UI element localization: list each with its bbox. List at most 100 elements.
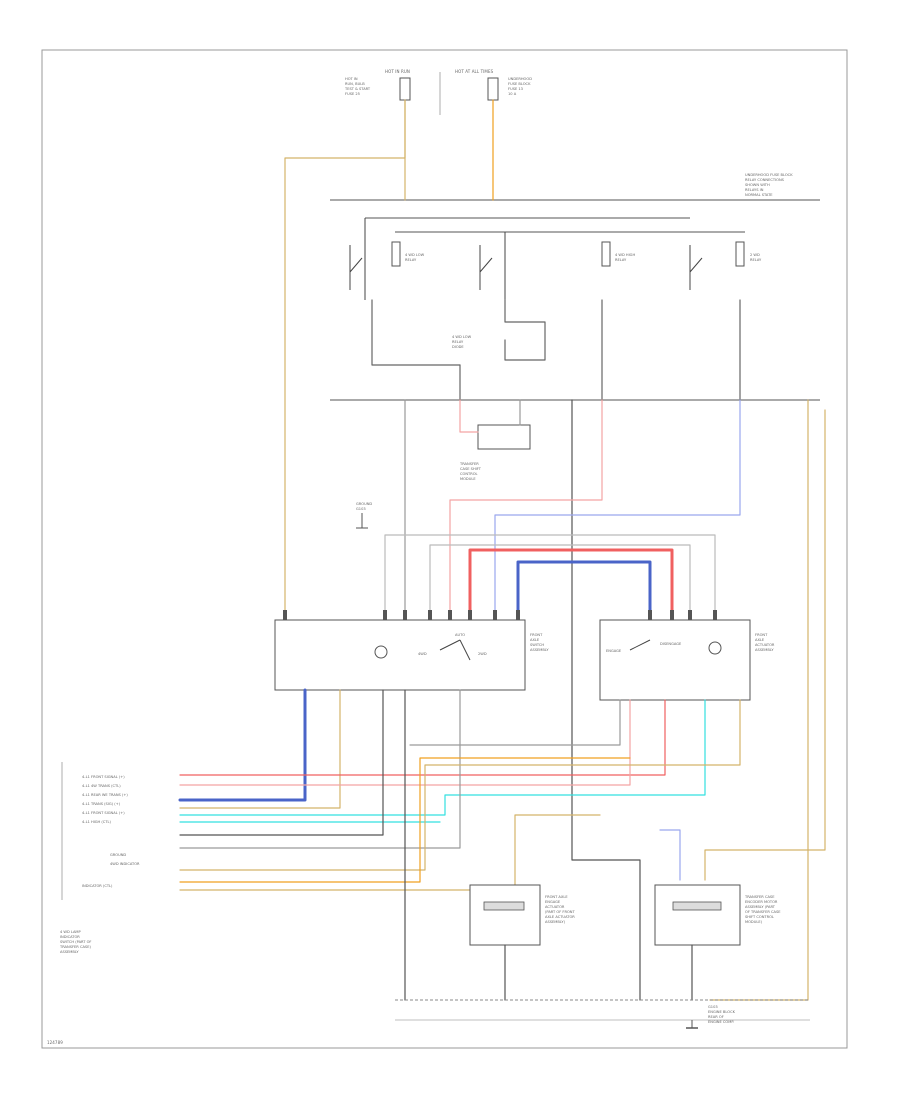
engage-actuator-line-4: (PART OF FRONT xyxy=(545,910,575,914)
fuse-block-note: UNDERHOOD FUSE BLOCK RELAY CONNECTIONS S… xyxy=(745,173,793,197)
wire-gray-left xyxy=(179,689,461,849)
fuse-hot-at-all-times-line-3: FUSE 13 xyxy=(508,87,523,91)
relay-4wd-high-label-2: RELAY xyxy=(615,258,627,262)
left-module-title-2: AXLE xyxy=(530,638,540,642)
encoder-motor-line-1: TRANSFER CASE xyxy=(744,895,775,899)
fuse-hot-in-run-line-2: RUN, BULB xyxy=(345,82,365,86)
wire-pink-diode xyxy=(459,399,479,433)
relay-diode-label-2: RELAY xyxy=(452,340,464,344)
left-module-title-4: ASSEMBLY xyxy=(530,648,549,652)
left-note-4: TRANSFER CASE) xyxy=(59,945,91,949)
wire-tan-right-actuator xyxy=(704,409,826,881)
wire-lightblue-module xyxy=(494,399,741,611)
left-module-title-3: SWITCH xyxy=(530,643,544,647)
center-component-line-1: TRANSFER xyxy=(459,462,479,466)
left-label-3: 4-L1 REAR WE TRANS (+) xyxy=(82,793,128,797)
left-switch-label-auto: AUTO xyxy=(455,633,465,637)
wire-relay-return xyxy=(371,299,461,366)
fuse-hot-in-run-line-4: FUSE 25 xyxy=(345,92,360,96)
relay-4wd-low-label-1: 4 WD LOW xyxy=(405,253,425,257)
wire-tan-left-lower xyxy=(179,699,741,871)
relay-diode-label-3: DIODE xyxy=(452,345,464,349)
front-axle-actuator-assembly: ENGAGE DISENGAGE FRONT AXLE ACTUATOR ASS… xyxy=(599,619,775,701)
fuse-hot-at-all-times-line-4: 10 A xyxy=(508,92,517,96)
ground-bottom-label-3: REAR OF xyxy=(708,1015,724,1019)
right-switch-label-engage: ENGAGE xyxy=(606,649,622,653)
wire-tan-actuator-feed xyxy=(179,814,601,891)
ground-g103-bottom: G103 ENGINE BLOCK REAR OF ENGINE COMP. xyxy=(686,1005,736,1029)
center-component-line-4: MODULE xyxy=(460,477,476,481)
engage-actuator-line-3: ACTUATOR xyxy=(545,905,565,909)
ground-bottom-label-4: ENGINE COMP. xyxy=(708,1020,734,1024)
left-label-9: INDICATOR (CTL) xyxy=(82,884,113,888)
relay-diode: 4 WD LOW RELAY DIODE xyxy=(452,335,472,349)
wire-gray-mesh-1 xyxy=(384,534,716,611)
ground-top-label-2: G103 xyxy=(356,507,366,511)
center-component-line-3: CONTROL xyxy=(460,472,478,476)
fuse-hot-at-all-times: HOT AT ALL TIMES UNDERHOOD FUSE BLOCK FU… xyxy=(455,69,532,101)
fuse-hot-in-run-header: HOT IN RUN xyxy=(385,69,410,74)
relay-2wd: 2 WD RELAY xyxy=(689,241,762,290)
relay-2wd-label-2: RELAY xyxy=(750,258,762,262)
left-label-8: 4WD INDICATOR xyxy=(110,862,140,866)
relay-4wd-low: 4 WD LOW RELAY xyxy=(349,218,425,300)
ground-g103-top: GROUND G103 xyxy=(356,502,372,529)
fuse-hot-in-run-line-1: HOT IN xyxy=(345,77,358,81)
left-note-2: INDICATOR xyxy=(60,935,80,939)
relay-4wd-low-label-2: RELAY xyxy=(405,258,417,262)
left-label-6: 4-L1 HIGH (CTL) xyxy=(82,820,112,824)
ground-top-label-1: GROUND xyxy=(356,502,372,506)
fuse-25-symbol xyxy=(399,77,411,101)
wire-black-ground-run xyxy=(571,399,641,1001)
fuse-hot-in-run: HOT IN RUN HOT IN RUN, BULB TEST & START… xyxy=(344,69,411,101)
center-component-line-2: CASE SHIFT xyxy=(460,467,482,471)
wire-cyan-bottom xyxy=(179,699,706,816)
fuse-hot-at-all-times-header: HOT AT ALL TIMES xyxy=(455,69,494,74)
wire-blue-thick xyxy=(516,560,652,617)
left-note-3: SWITCH (PART OF xyxy=(60,940,92,944)
fuse-block-note-line-2: RELAY CONNECTIONS xyxy=(745,178,785,182)
fuse-hot-at-all-times-line-2: FUSE BLOCK xyxy=(508,82,531,86)
fuse-hot-in-run-line-3: TEST & START xyxy=(344,87,371,91)
transfer-case-encoder-motor: TRANSFER CASE ENCODER MOTOR ASSEMBLY (PA… xyxy=(654,884,781,946)
relay-4wd-high: 4 WD HIGH RELAY xyxy=(479,232,635,300)
right-module-title-1: FRONT xyxy=(755,633,768,637)
left-bottom-note: 4 WD LAMP INDICATOR SWITCH (PART OF TRAN… xyxy=(59,930,92,954)
left-note-5: ASSEMBLY xyxy=(60,950,79,954)
wire-blue-left-bundle xyxy=(178,688,307,802)
diagram-code: 124789 xyxy=(47,1040,63,1045)
relay-2wd-label-1: 2 WD xyxy=(750,253,760,257)
encoder-motor-line-4: OF TRANSFER CASE xyxy=(745,910,781,914)
module-connector-pins xyxy=(283,610,717,620)
transfer-case-shift-control-module: TRANSFER CASE SHIFT CONTROL MODULE xyxy=(459,424,531,481)
ground-bottom-label-1: G103 xyxy=(708,1005,718,1009)
right-switch-label-disengage: DISENGAGE xyxy=(660,642,682,646)
wire-lightblue-encoder xyxy=(659,829,681,881)
engage-actuator-line-6: ASSEMBLY) xyxy=(545,920,566,924)
left-module-title-1: FRONT xyxy=(530,633,543,637)
encoder-motor-line-6: MODULE) xyxy=(745,920,763,924)
front-axle-switch-assembly: 4WD AUTO 2WD FRONT AXLE SWITCH ASSEMBLY xyxy=(274,619,549,691)
engage-actuator-line-5: AXLE ACTUATOR xyxy=(545,915,575,919)
right-module-title-4: ASSEMBLY xyxy=(755,648,774,652)
relay-diode-label-1: 4 WD LOW xyxy=(452,335,472,339)
diagram-frame xyxy=(41,49,848,1049)
fuse-block-note-line-4: RELAYS IN xyxy=(745,188,764,192)
left-label-7: GROUND xyxy=(110,853,126,857)
right-module-title-2: AXLE xyxy=(755,638,765,642)
engage-actuator-line-2: ENGAGE xyxy=(545,900,561,904)
encoder-motor-line-5: SHIFT CONTROL xyxy=(745,915,774,919)
left-label-1: 4-L1 FRONT SIGNAL (+) xyxy=(82,775,125,779)
wire-orange-left-lower xyxy=(179,757,631,883)
wire-tan-run-feed xyxy=(284,99,406,611)
wire-pink-module xyxy=(449,399,603,611)
left-switch-label-4wd: 4WD xyxy=(418,652,427,656)
left-switch-label-2wd: 2WD xyxy=(478,652,487,656)
wire-red-bottom xyxy=(179,699,666,776)
fuse-block-note-line-5: NORMAL STATE xyxy=(745,193,773,197)
wire-red-thick xyxy=(468,548,674,617)
engage-actuator-line-1: FRONT AXLE xyxy=(545,895,568,899)
relay-4wd-high-label-1: 4 WD HIGH xyxy=(615,253,635,257)
